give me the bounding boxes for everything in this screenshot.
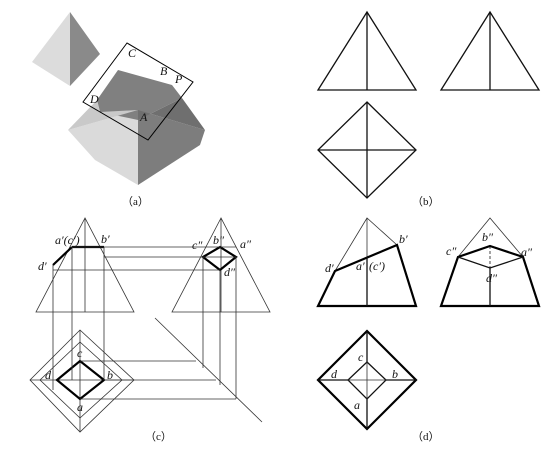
- panel-a: C B P D A （a）: [32, 12, 205, 208]
- label-a-p: P: [174, 72, 183, 86]
- label-a-b: B: [160, 64, 168, 78]
- front-view-c: [35, 217, 135, 313]
- label-d-b: b: [392, 367, 398, 381]
- frustum-right-face: [138, 110, 205, 185]
- frustum-top-face: [97, 70, 182, 120]
- label-d-a: a: [354, 398, 360, 412]
- cutting-plane-p: [82, 42, 194, 141]
- label-c-b-dprime: b″: [213, 233, 225, 247]
- label-d-c: c: [358, 350, 364, 364]
- label-d-d-dprime: d″: [486, 271, 498, 285]
- caption-a: （a）: [122, 195, 149, 208]
- label-d-b-dprime: b″: [482, 230, 494, 244]
- caption-c: （c）: [145, 430, 172, 443]
- side-view-d: [439, 217, 541, 308]
- frustum-upper-left: [68, 100, 138, 130]
- label-c-d-dprime: d″: [224, 265, 236, 279]
- top-view-b: [317, 101, 417, 199]
- label-c-a: a: [77, 400, 83, 414]
- caption-d: （d）: [412, 430, 440, 443]
- panel-d: b′ d′ a′ (c′) c″ b″ a″ d″ c d b a （d）: [316, 217, 541, 443]
- cut-off-apex-dark-face: [70, 12, 100, 86]
- label-d-d: d: [331, 367, 338, 381]
- label-d-a-dprime: a″: [521, 245, 533, 259]
- label-a-c: C: [128, 46, 137, 60]
- label-c-b-prime: b′: [101, 232, 110, 246]
- frustum-left-face: [68, 110, 138, 185]
- label-a-a: A: [139, 110, 148, 124]
- label-c-b: b: [107, 368, 113, 382]
- label-c-d: d: [45, 368, 52, 382]
- frustum-upper-right: [138, 98, 205, 130]
- panel-c: a′(c′) b′ d′ c″ b″ a″ d″ c d b a （c）: [29, 217, 271, 443]
- label-d-d-prime: d′: [325, 261, 334, 275]
- label-d-c-dprime: c″: [446, 244, 457, 258]
- front-view-b: [316, 10, 418, 91]
- label-c-a-dprime: a″: [240, 237, 252, 251]
- label-d-c-prime: (c′): [369, 259, 385, 273]
- label-c-c-dprime: c″: [192, 238, 203, 252]
- label-a-d: D: [89, 92, 99, 106]
- cut-off-apex-light-face: [32, 12, 70, 86]
- caption-b: （b）: [412, 195, 440, 208]
- side-view-b: [439, 10, 541, 91]
- top-view-d: [316, 329, 418, 431]
- label-c-ac-prime: a′(c′): [55, 233, 80, 247]
- label-c-c: c: [77, 346, 83, 360]
- label-c-d-prime: d′: [38, 259, 47, 273]
- label-d-a-prime: a′: [356, 259, 365, 273]
- miter-line: [154, 317, 263, 423]
- front-view-d: [316, 217, 418, 308]
- label-d-b-prime: b′: [399, 232, 408, 246]
- panel-b: （b）: [316, 10, 541, 208]
